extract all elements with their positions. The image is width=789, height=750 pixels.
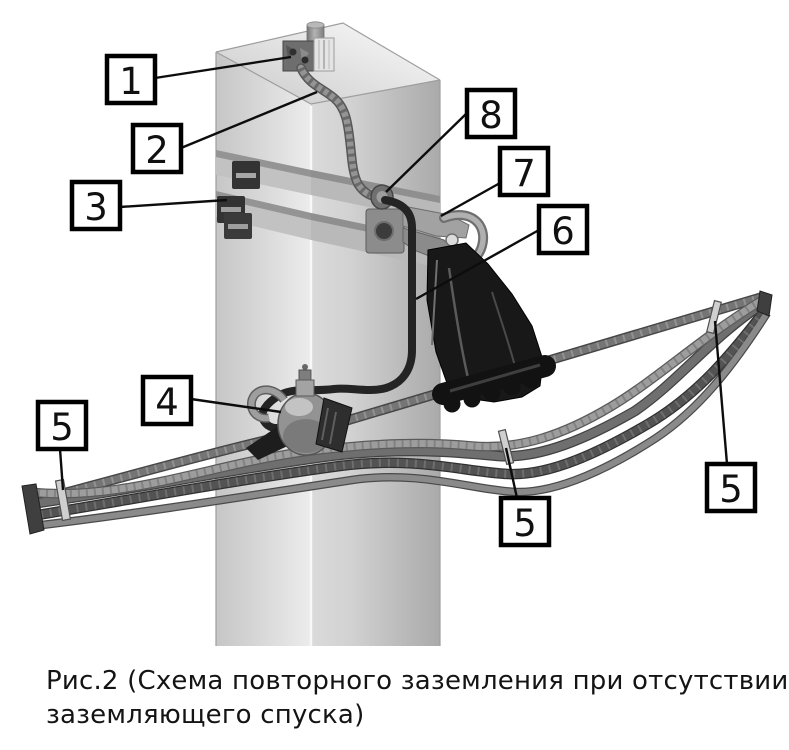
stub-top-cap (306, 21, 325, 29)
twisted-wire-texture (298, 66, 381, 202)
leader-line-5c (713, 320, 729, 465)
callout-box-4 (140, 374, 194, 427)
callout-box-7 (497, 145, 551, 198)
pole-right-face (311, 80, 440, 646)
callout-7-number: 7 (512, 152, 536, 195)
connector-ear-loop (248, 386, 287, 422)
callout-box-3 (69, 179, 123, 232)
line-bundle (29, 294, 771, 531)
callout-2-number: 2 (145, 129, 169, 172)
leader-line-5b (504, 447, 519, 499)
clamp-bolt-1 (289, 48, 297, 56)
connector-bolt-head (298, 369, 312, 382)
band2-buckle-lower-stripe (228, 224, 248, 229)
wedge-clamp-highlight-1 (447, 267, 472, 387)
leader-line-1 (154, 55, 292, 80)
callout-4-number: 4 (155, 381, 179, 424)
connector-bolt-base (295, 379, 315, 397)
band1-left-top-edge (216, 150, 311, 177)
leader-line-6 (415, 228, 540, 301)
grip-bump-1 (443, 395, 461, 413)
leader-line-2 (180, 90, 318, 150)
anchor-wedge-clamp (426, 242, 556, 413)
cable-ties (54, 299, 722, 522)
callout-5-middle-number: 5 (513, 502, 537, 545)
bundle-strand-4 (33, 311, 770, 529)
band1-buckle-stripe (236, 173, 256, 178)
grip-bump-5 (522, 371, 540, 389)
band2-buckle-upper-stripe (221, 207, 241, 212)
bundle-cut-end-left (21, 483, 45, 535)
pole-left-face (216, 52, 311, 646)
figure-caption: Рис.2 (Схема повторного заземления при о… (46, 666, 788, 730)
piercing-connector (246, 364, 353, 460)
callout-3-number: 3 (84, 186, 108, 229)
callout-8-number: 8 (479, 94, 503, 137)
wedge-clamp-highlight-3 (431, 259, 438, 346)
grip-bump-4 (503, 378, 521, 396)
figure-caption-line-2: заземляющего спуска) (46, 700, 364, 730)
bundle-strand-1-texture (29, 296, 766, 498)
grip-sheen (449, 363, 541, 393)
cable-tie-left (54, 478, 72, 522)
callouts: 1 2 3 4 5 5 5 6 7 8 (35, 53, 758, 548)
connector-jaw-stripe-1 (321, 407, 329, 441)
callout-box-5-middle (498, 495, 552, 548)
callout-6-number: 6 (551, 210, 575, 253)
callout-box-6 (536, 203, 590, 256)
leader-line-7 (440, 181, 501, 218)
callout-1-number: 1 (119, 60, 143, 103)
figure-caption-line-1: Рис.2 (Схема повторного заземления при о… (46, 666, 788, 696)
cable-tie-right (706, 299, 722, 335)
callout-box-5-left (35, 399, 89, 452)
connector-jaw-stripe-2 (329, 411, 337, 445)
bracket-hook-hole (445, 233, 459, 247)
connector-body-highlight (285, 398, 313, 416)
terminal-plate-bolt (374, 221, 394, 241)
grounding-clamp-top (282, 37, 335, 72)
bundle-cut-end-right (756, 290, 773, 317)
pole-front-outline (215, 51, 441, 105)
leader-line-3 (119, 198, 228, 209)
twisted-grounding-conductor (296, 63, 385, 203)
grip-bump-2 (463, 390, 481, 408)
clamp-bolt-2 (301, 56, 309, 64)
callout-box-8 (464, 87, 518, 140)
bundle-strand-3-texture (31, 306, 770, 520)
callout-box-2 (130, 122, 184, 175)
callout-box-1 (104, 53, 158, 106)
connector-bolt-stem (302, 364, 308, 370)
concrete-pole (215, 22, 441, 646)
callout-5-right-number: 5 (719, 468, 743, 511)
leader-line-8 (385, 112, 468, 193)
leader-line-5a (58, 448, 65, 491)
callout-5-left-number: 5 (50, 406, 74, 449)
grip-bump-3 (483, 384, 501, 402)
callout-box-5-right (704, 461, 758, 514)
leader-line-4 (190, 397, 282, 414)
pole-top-outline (215, 22, 441, 81)
